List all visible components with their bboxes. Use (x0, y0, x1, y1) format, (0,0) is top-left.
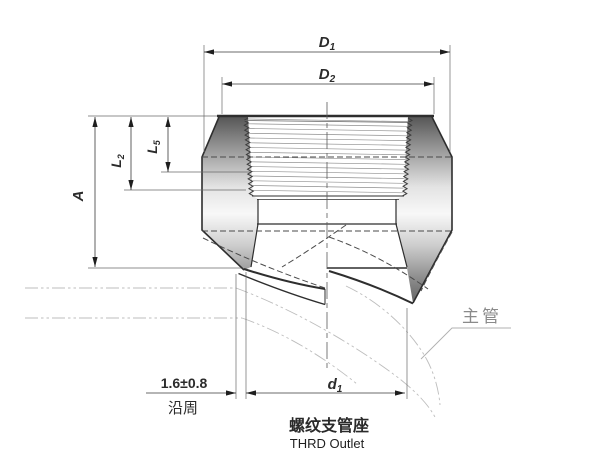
dim-label-A: A (70, 191, 87, 203)
dim-label-D2: D2 (319, 66, 336, 85)
main-pipe-label: 主管 (462, 307, 502, 326)
saddle-bevel-upper (243, 268, 326, 290)
main-pipe-callout: 主管 (420, 307, 511, 360)
hidden-saddle-cross-left (281, 224, 347, 268)
outlet-body (201, 102, 453, 372)
dim-label-L5: L5 (144, 139, 162, 154)
dimension-arrows (92, 49, 450, 396)
dimension-lines (94, 51, 450, 394)
arrow-icon (128, 180, 134, 190)
main-pipe-centerlines (25, 285, 441, 420)
extension-lines (88, 45, 451, 399)
dim-note-circumference: 沿周 (168, 400, 198, 417)
saddle-bevel-lower (238, 272, 326, 306)
thread-lines (248, 118, 408, 194)
arrow-icon (92, 257, 98, 267)
body-left-face (202, 117, 258, 270)
arrow-icon (424, 81, 434, 87)
arrow-icon (246, 390, 256, 396)
arrow-icon (226, 390, 236, 396)
body-outline (201, 114, 453, 306)
dim-label-d1: d1 (328, 376, 343, 395)
pipe-far-curve (345, 285, 441, 406)
hidden-saddle-cross-right (328, 236, 429, 290)
arrow-icon (395, 390, 405, 396)
title-block: 螺纹支管座 THRD Outlet (289, 416, 369, 451)
arrow-icon (440, 49, 450, 55)
dimensions: D1 D2 A L2 L5 d1 1.6±0.8 沿周 (70, 34, 451, 417)
dim-label-D1: D1 (319, 34, 336, 53)
arrow-icon (165, 162, 171, 172)
thread-start-line (242, 120, 412, 123)
dim-label-L2: L2 (108, 154, 126, 168)
body-left-profile (201, 116, 245, 271)
hidden-saddle-left (202, 237, 326, 289)
dim-label-gap: 1.6±0.8 (161, 375, 208, 391)
arrow-icon (222, 81, 232, 87)
right-half-bottom-curve (328, 270, 414, 305)
body-right-face (396, 117, 452, 303)
leader-line (420, 327, 511, 360)
arrow-icon (92, 117, 98, 127)
title-english: THRD Outlet (290, 436, 365, 451)
pipe-top-curve (235, 287, 437, 420)
hidden-saddle-right (420, 231, 453, 292)
hidden-lines (202, 156, 453, 292)
title-chinese: 螺纹支管座 (289, 416, 369, 435)
pipe-bottom-curve (241, 317, 358, 385)
body-right-profile (412, 116, 453, 304)
arrow-icon (165, 117, 171, 127)
arrow-icon (128, 117, 134, 127)
arrow-icon (204, 49, 214, 55)
